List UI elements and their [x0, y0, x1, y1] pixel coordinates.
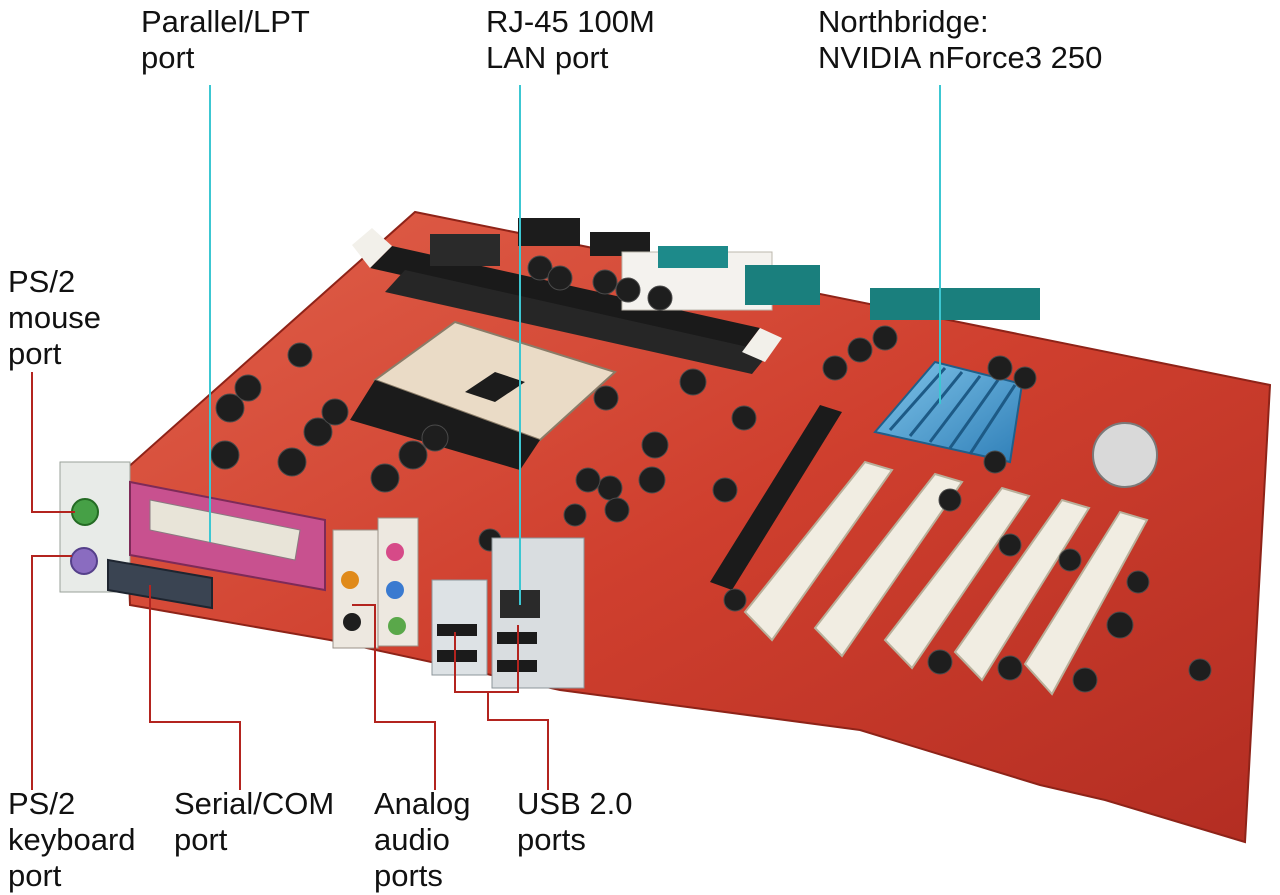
- ps2-mouse-jack: [71, 498, 99, 526]
- ps2-mouse-label-line: port: [8, 336, 62, 371]
- parallel-port-label-line: Parallel/LPT: [141, 4, 310, 39]
- audio-ports-label-line: ports: [374, 858, 443, 893]
- audio-ports-label-line: audio: [374, 822, 450, 857]
- lan-port-label: RJ-45 100M LAN port: [486, 4, 655, 76]
- ps2-keyboard-label: PS/2 keyboard port: [8, 786, 136, 894]
- audio-leader: [352, 604, 436, 790]
- bios-chip: [430, 234, 500, 266]
- top-leader-lines: [209, 85, 941, 605]
- serial-port-label-line: Serial/COM: [174, 786, 335, 821]
- ide-connector: [870, 288, 1040, 320]
- agp-slot: [710, 405, 842, 590]
- usb-leader-a: [454, 625, 519, 693]
- header-connector: [518, 218, 580, 246]
- serial-port-label: Serial/COM port: [174, 786, 334, 858]
- northbridge-label: Northbridge: NVIDIA nForce3 250: [818, 4, 1102, 76]
- northbridge-label-line: Northbridge:: [818, 4, 989, 39]
- ps2-keyboard-jack: [70, 547, 98, 575]
- cpu-socket: [350, 320, 617, 470]
- ps2-keyboard-label-line: port: [8, 858, 62, 893]
- ps2-keyboard-leader: [31, 555, 72, 790]
- usb-ports-label-line: ports: [517, 822, 586, 857]
- ps2-mouse-label-line: PS/2: [8, 264, 76, 299]
- cmos-battery: [1092, 422, 1158, 488]
- ps2-keyboard-label-line: PS/2: [8, 786, 76, 821]
- ps2-mouse-leader: [31, 372, 75, 513]
- parallel-port-label-line: port: [141, 40, 195, 75]
- northbridge-label-line: NVIDIA nForce3 250: [818, 40, 1103, 75]
- audio-ports-label: Analog audio ports: [374, 786, 471, 894]
- ps2-mouse-label-line: mouse: [8, 300, 102, 335]
- usb-leader-b: [487, 692, 549, 790]
- northbridge-heatsink: [873, 360, 1024, 464]
- bottom-leader-lines: [31, 372, 549, 790]
- rear-io-panel: [59, 461, 585, 689]
- parallel-port-label: Parallel/LPT port: [141, 4, 310, 76]
- pci-slots: [743, 460, 1149, 696]
- audio-stack: [332, 529, 379, 649]
- dimm-slots: [352, 228, 782, 374]
- lan-port-label-line: LAN port: [486, 40, 609, 75]
- usb-ports-label: USB 2.0 ports: [517, 786, 632, 858]
- audio-ports-label-line: Analog: [374, 786, 471, 821]
- ps2-mouse-label: PS/2 mouse port: [8, 264, 101, 372]
- serial-leader: [149, 585, 241, 790]
- capacitors: [210, 255, 1212, 693]
- serial-port-label-line: port: [174, 822, 228, 857]
- usb-ports-label-line: USB 2.0: [517, 786, 633, 821]
- lan-port-label-line: RJ-45 100M: [486, 4, 655, 39]
- ide-connector: [658, 246, 728, 268]
- serial-connector: [107, 558, 213, 610]
- ps2-keyboard-label-line: keyboard: [8, 822, 136, 857]
- ide-connector: [745, 265, 820, 305]
